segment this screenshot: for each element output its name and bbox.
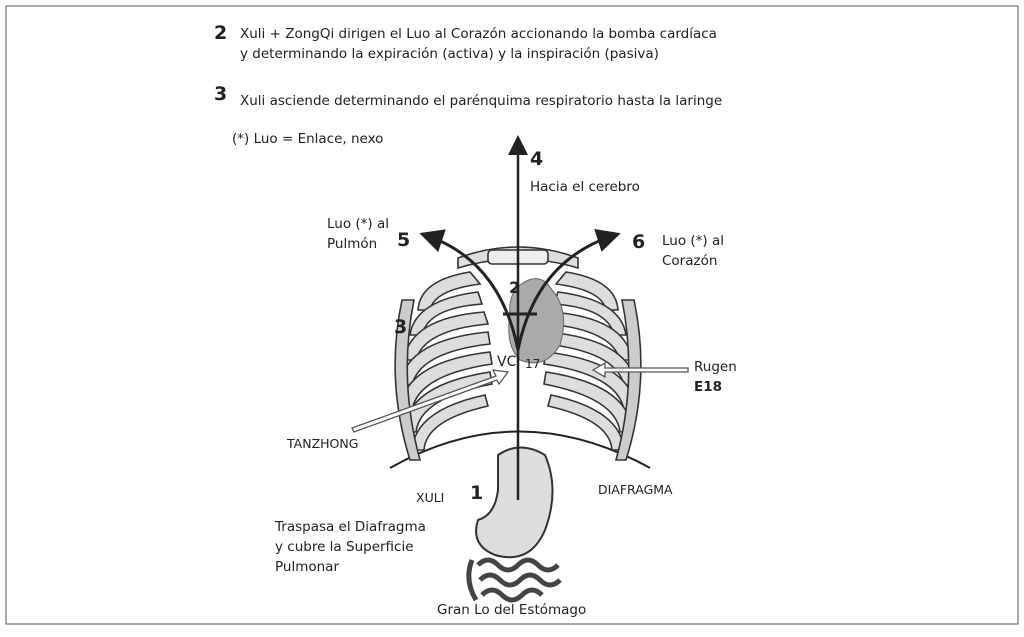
label-tanzhong: TANZHONG	[286, 436, 358, 451]
ribcage	[394, 246, 642, 461]
stomach-shape	[475, 446, 554, 559]
label-diafragma: DIAFRAGMA	[598, 482, 673, 497]
intestines-shape	[466, 557, 562, 603]
label-heart-2: Corazón	[662, 253, 717, 269]
label-stomach: Gran Lo del Estómago	[437, 602, 586, 618]
label-traspasa-3: Pulmonar	[275, 559, 339, 575]
tanzhong-pointer-arrow	[351, 369, 510, 433]
frame-border	[5, 5, 1019, 625]
label-heart-1: Luo (*) al	[662, 233, 724, 249]
label-4: 4	[530, 148, 543, 170]
label-xuli: XULI	[416, 490, 444, 505]
label-traspasa-1: Traspasa el Diafragma	[274, 519, 426, 535]
step3-number: 3	[214, 83, 227, 105]
rugen-pointer-arrow	[591, 361, 689, 379]
arrow-to-heart	[516, 229, 621, 351]
step2-line2: y determinando la expiración (activa) y …	[240, 46, 659, 62]
label-6: 6	[632, 231, 645, 253]
heart-shape	[508, 278, 565, 364]
step3-text: Xuli asciende determinando el parénquima…	[240, 93, 722, 109]
label-e18: E18	[694, 379, 722, 395]
label-2: 2	[509, 278, 520, 297]
step2-number: 2	[214, 22, 227, 44]
step2-line1: Xuli + ZongQi dirigen el Luo al Corazón …	[240, 26, 717, 42]
label-1: 1	[470, 482, 483, 504]
label-lung-1: Luo (*) al	[327, 216, 389, 232]
label-brain: Hacia el cerebro	[530, 179, 640, 195]
label-5: 5	[397, 229, 410, 251]
label-vc: VC	[497, 354, 517, 370]
label-rugen: Rugen	[694, 359, 737, 375]
footnote: (*) Luo = Enlace, nexo	[232, 131, 383, 147]
label-traspasa-2: y cubre la Superficie	[275, 539, 414, 555]
label-3: 3	[394, 316, 407, 338]
label-17: 17	[525, 357, 540, 371]
label-lung-2: Pulmón	[327, 236, 377, 252]
arrow-to-lung	[419, 229, 520, 351]
